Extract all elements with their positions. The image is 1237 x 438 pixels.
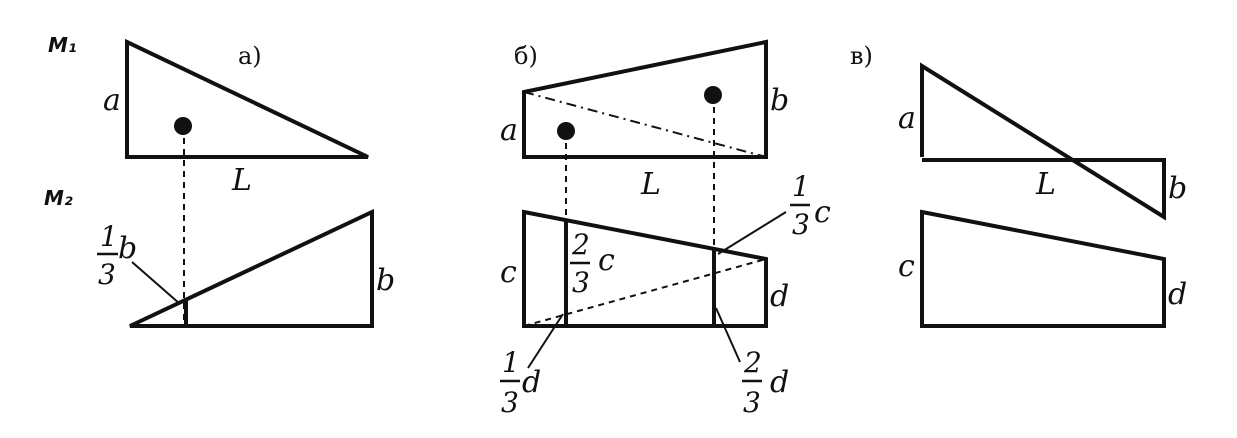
panel-c-label-a: a xyxy=(898,101,916,136)
panel-c-label-c: c xyxy=(898,249,915,284)
panel-b-label-a: a xyxy=(500,113,518,148)
panel-b-f1-den: 3 xyxy=(792,208,810,241)
panel-b-label-c: c xyxy=(500,255,517,290)
panel-a-centroid-dot xyxy=(174,117,192,135)
panel-c-m2-trapezoid xyxy=(920,209,1166,328)
panel-a-label-b: b xyxy=(376,263,395,298)
panel-a: а) a L b 1 3 b xyxy=(97,38,395,328)
panel-a-label-L: L xyxy=(231,163,252,198)
panel-b-label-b: b xyxy=(770,83,789,118)
panel-b-centroid-dot-1 xyxy=(557,122,575,140)
panel-b-f1-leader xyxy=(717,211,787,255)
panel-b-f1-num: 1 xyxy=(792,170,810,203)
panel-b-f3-var: d xyxy=(522,365,541,400)
panel-c-label-L: L xyxy=(1035,167,1056,202)
panel-b-f3-num: 1 xyxy=(502,346,520,379)
panel-b-m1-diagonal xyxy=(523,91,767,158)
panel-b-f4-den: 3 xyxy=(743,386,761,419)
panel-b-f4-var: d xyxy=(770,365,789,400)
panel-b-m2-trapezoid xyxy=(522,209,768,328)
panel-b-m2-diagonal xyxy=(523,258,767,327)
panel-c-m1-diagram xyxy=(920,62,1166,221)
panel-c-label-d: d xyxy=(1168,277,1187,312)
panel-b-f1-var: c xyxy=(814,195,831,230)
row-label-m1: M₁ xyxy=(48,33,77,57)
panel-b-label-d: d xyxy=(770,279,789,314)
panel-b-f3-leader xyxy=(527,313,564,369)
panel-a-tag: а) xyxy=(238,42,262,70)
row-label-m2: M₂ xyxy=(44,186,73,210)
panel-a-label-a: a xyxy=(103,83,121,118)
panel-b-centroid-dot-2 xyxy=(704,86,722,104)
panel-b-f2-num: 2 xyxy=(571,228,590,261)
panel-b-label-L: L xyxy=(640,167,661,202)
panel-a-m1-triangle xyxy=(125,38,369,159)
panel-b-f3-den: 3 xyxy=(501,386,519,419)
panel-a-frac-num: 1 xyxy=(100,220,118,253)
panel-b-f2-var: c xyxy=(598,243,615,278)
panel-a-frac-den: 3 xyxy=(98,258,116,291)
panel-b: б) a b L c d 2 3 c 1 3 c 1 3 d xyxy=(500,39,831,419)
panel-a-leader-line xyxy=(131,261,181,305)
panel-b-m1-trapezoid xyxy=(522,39,768,159)
panel-b-f4-leader xyxy=(715,307,741,363)
panel-b-f4-num: 2 xyxy=(743,346,762,379)
panel-c-label-b: b xyxy=(1168,171,1187,206)
panel-b-f2-den: 3 xyxy=(572,266,590,299)
panel-a-frac-var: b xyxy=(118,231,137,266)
panel-c: в) a L b c d xyxy=(850,42,1187,328)
panel-b-tag: б) xyxy=(514,42,538,70)
panel-c-tag: в) xyxy=(850,42,873,70)
panel-a-m2-triangle xyxy=(129,208,374,328)
